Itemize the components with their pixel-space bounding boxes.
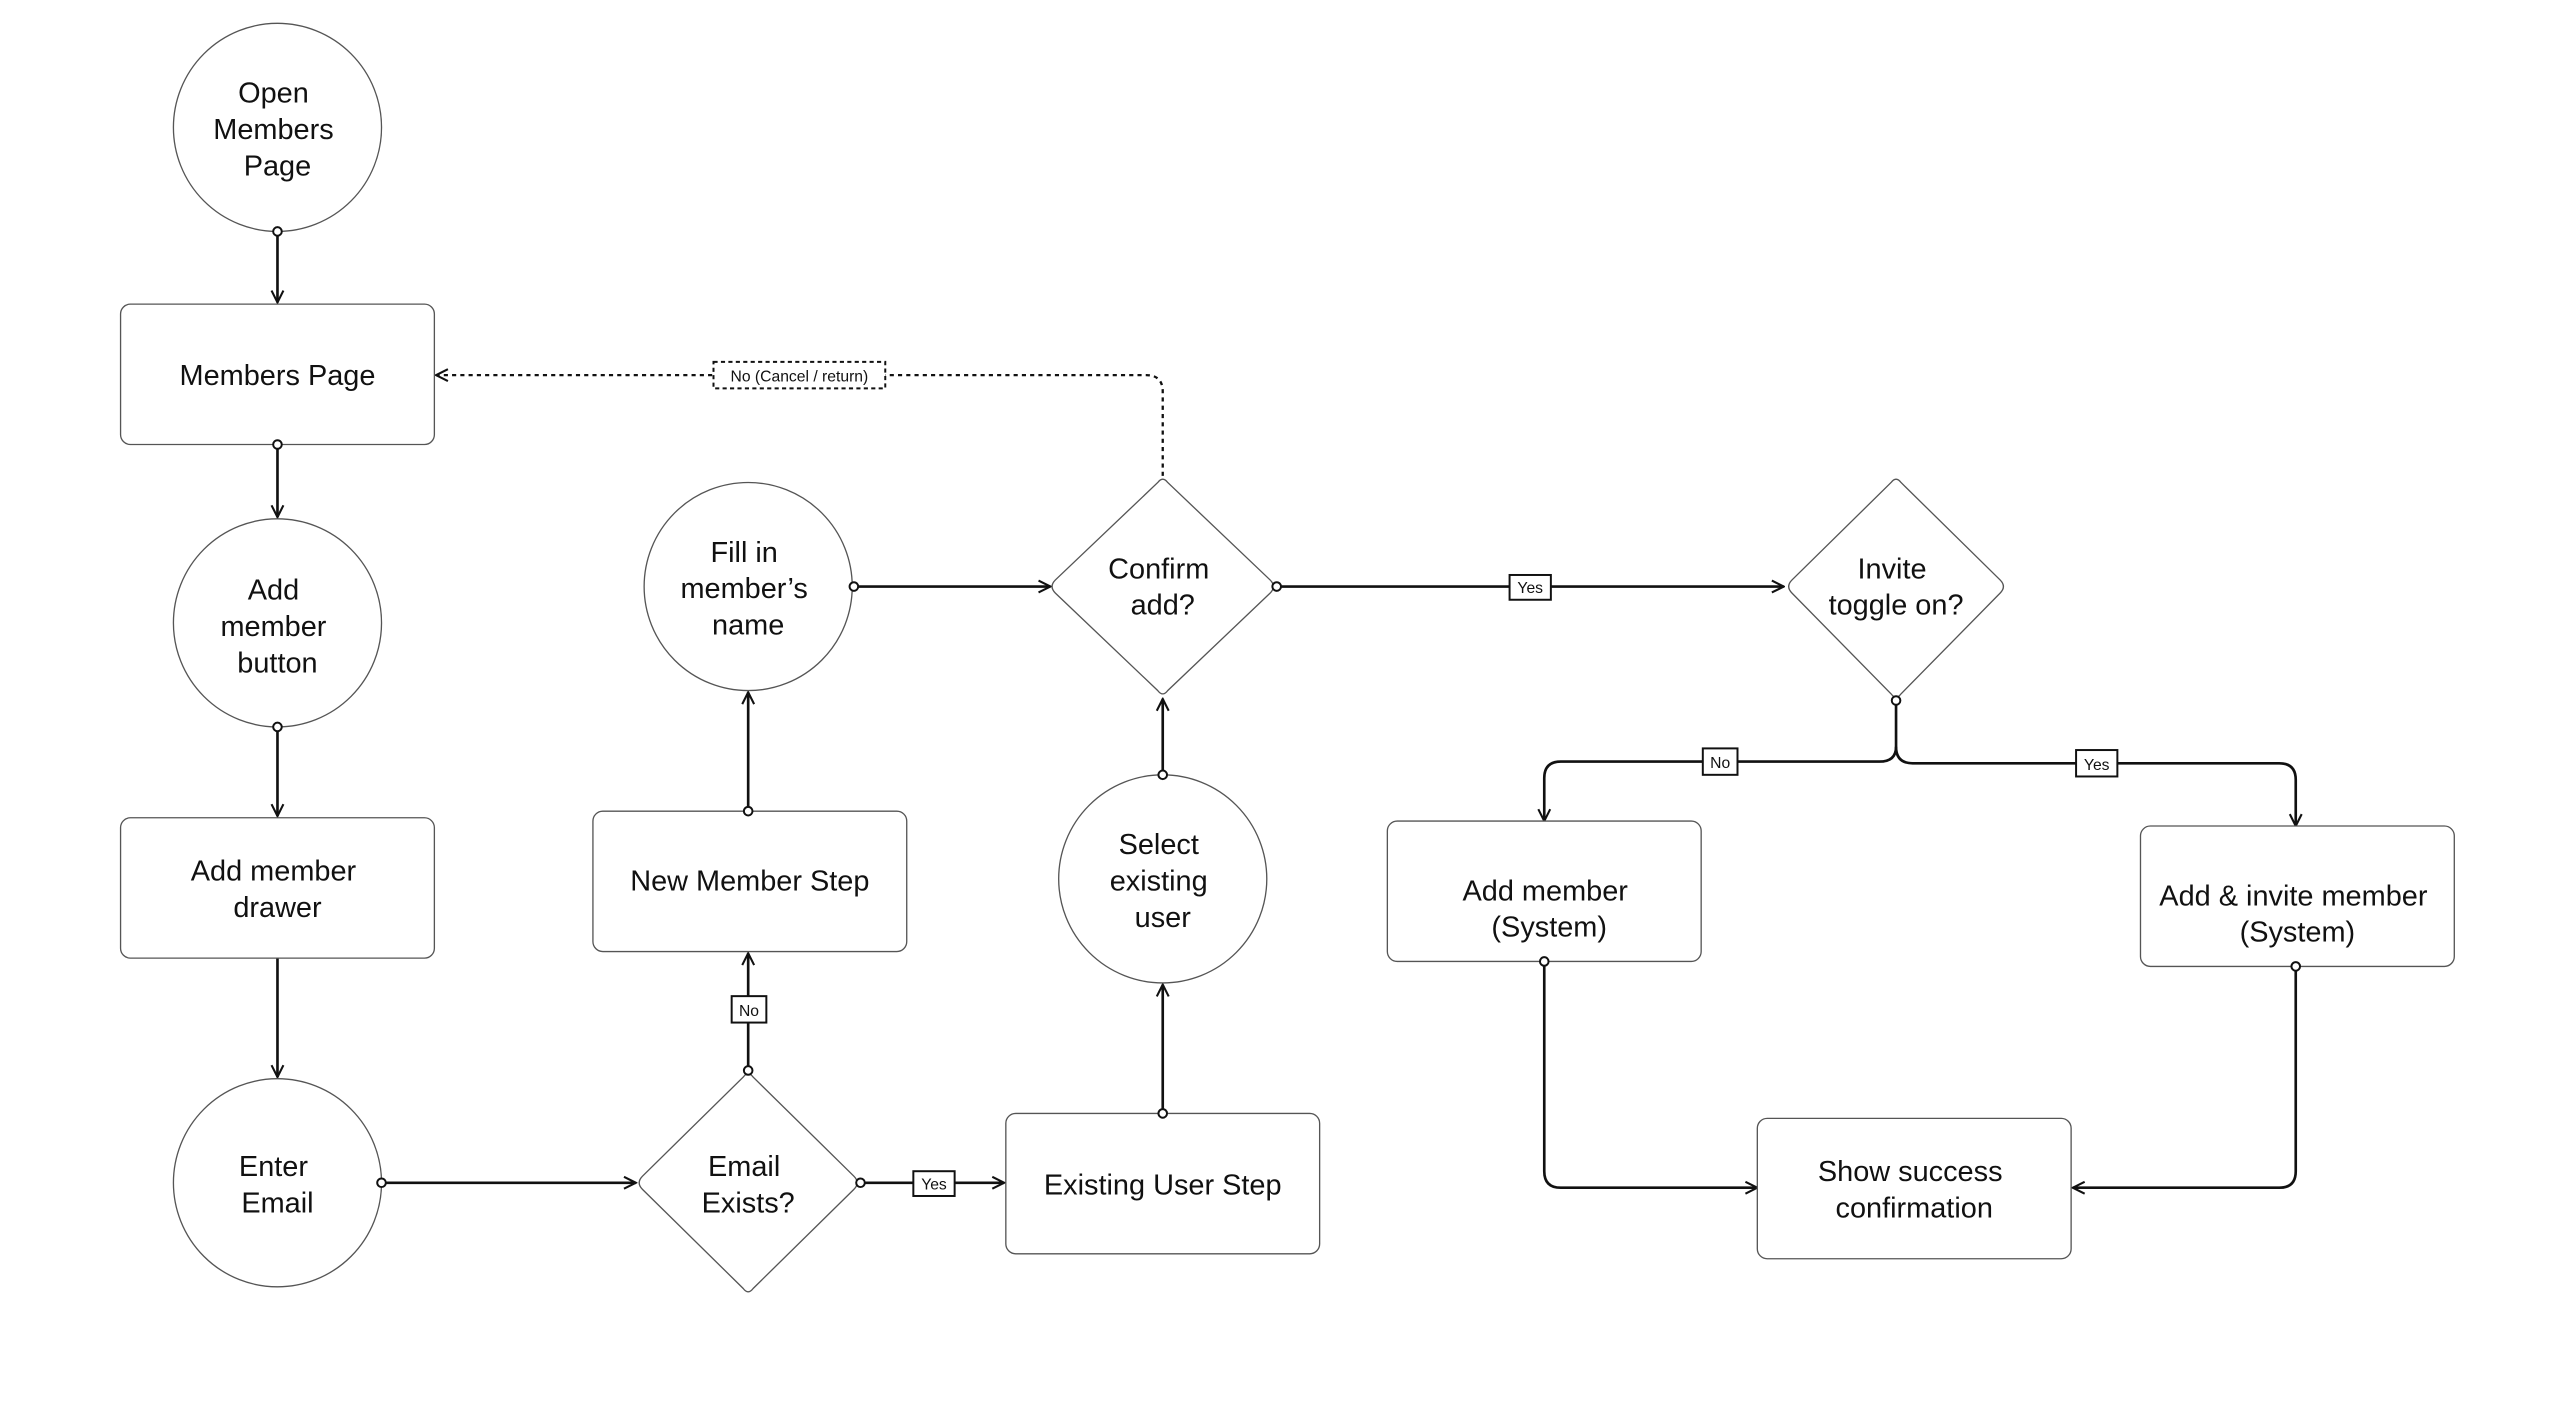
node-invite-toggle[interactable]: Invite toggle on? <box>1788 478 2005 698</box>
svg-text:No (Cancel / return): No (Cancel / return) <box>731 369 869 386</box>
node-label: Add member button <box>220 575 334 680</box>
edge-invite-yes[interactable] <box>1894 746 2296 826</box>
svg-text:No: No <box>1710 755 1730 772</box>
node-label: Fill in member’s name <box>680 537 815 642</box>
node-existing-user-step[interactable]: Existing User Step <box>1005 1112 1321 1255</box>
node-label: Existing User Step <box>1044 1169 1282 1201</box>
edge-confirm-no[interactable] <box>436 375 1164 476</box>
edges <box>277 231 2295 1187</box>
node-label: Members Page <box>180 360 376 392</box>
node-fill-member-name[interactable]: Fill in member’s name <box>643 481 853 692</box>
edge-add-member-to-success[interactable] <box>1542 961 1757 1187</box>
svg-text:Yes: Yes <box>921 1176 947 1193</box>
svg-text:Yes: Yes <box>2084 757 2110 774</box>
edge-label-invite-yes: Yes <box>2075 749 2119 778</box>
node-add-member-drawer[interactable]: Add member drawer <box>119 817 436 959</box>
node-add-invite-member-system[interactable]: Add & invite member (System) <box>2139 825 2455 968</box>
svg-text:No: No <box>739 1003 759 1020</box>
node-select-existing-user[interactable]: Select existing user <box>1058 774 1268 984</box>
node-enter-email[interactable]: Enter Email <box>172 1078 383 1288</box>
node-label: Add & invite member (System) <box>2159 880 2435 948</box>
node-new-member-step[interactable]: New Member Step <box>592 810 908 953</box>
node-label: Open Members Page <box>213 78 341 183</box>
node-label: New Member Step <box>630 865 869 897</box>
node-confirm-add[interactable]: Confirm add? <box>1051 478 1275 695</box>
edge-label-exists-yes: Yes <box>912 1170 956 1197</box>
node-add-member-button[interactable]: Add member button <box>172 518 383 728</box>
node-label: Confirm add? <box>1108 553 1217 621</box>
node-add-member-system[interactable]: Add member (System) <box>1386 820 1702 963</box>
edge-label-confirm-yes: Yes <box>1508 573 1552 601</box>
node-label: Show success confirmation <box>1818 1156 2011 1224</box>
node-label: Invite toggle on? <box>1829 553 1964 621</box>
node-email-exists[interactable]: Email Exists? <box>638 1073 858 1293</box>
edge-label-invite-no: No <box>1701 747 1739 776</box>
connection-dots <box>272 226 2302 1189</box>
edge-label-exists-no: No <box>730 995 768 1024</box>
node-label: Email Exists? <box>702 1151 795 1219</box>
node-label: Select existing user <box>1110 829 1216 934</box>
node-members-page[interactable]: Members Page <box>119 303 436 446</box>
node-show-success[interactable]: Show success confirmation <box>1756 1117 2072 1260</box>
node-label: Enter Email <box>239 1151 316 1219</box>
node-label: Add member (System) <box>1463 875 1636 943</box>
edge-label-confirm-no: No (Cancel / return) <box>712 360 887 390</box>
edge-add-invite-to-success[interactable] <box>2073 966 2298 1187</box>
svg-text:Yes: Yes <box>1517 580 1543 597</box>
node-open-members-page[interactable]: Open Members Page <box>172 22 383 233</box>
node-label: Add member drawer <box>191 856 364 924</box>
